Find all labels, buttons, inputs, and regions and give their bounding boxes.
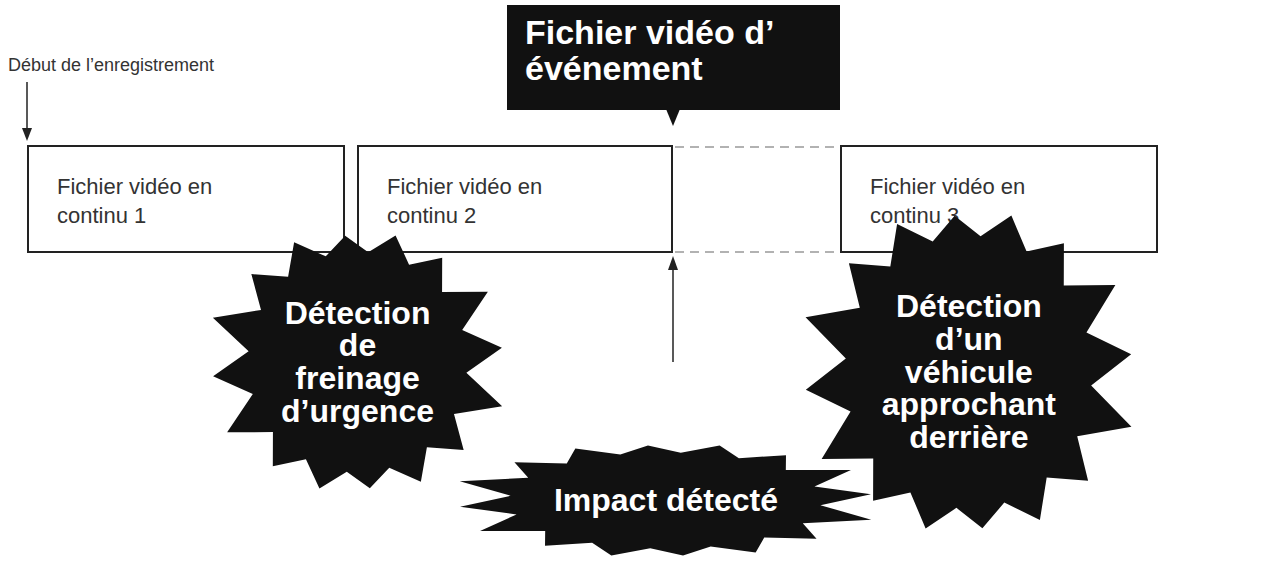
event-box: Fichier vidéo d’ événement <box>507 5 840 110</box>
burst-text: Détection d’un véhicule approchant derri… <box>881 290 1057 453</box>
start-arrowhead <box>22 128 32 141</box>
start-arrow <box>26 82 28 130</box>
starburst-outline <box>805 215 1131 528</box>
starburst-outline <box>212 235 501 488</box>
box-text: Fichier vidéo en continu 2 <box>387 173 562 230</box>
starburst-outline <box>459 445 871 555</box>
dashed-line <box>675 146 840 148</box>
burst-text: Impact détecté <box>553 484 779 517</box>
box-text: Fichier vidéo en continu 1 <box>57 173 232 230</box>
start-label: Début de l’enregistrement <box>8 55 214 76</box>
starburst: Impact détecté <box>441 429 890 572</box>
dashed-line <box>675 251 840 253</box>
video-file-box: Fichier vidéo en continu 2 <box>357 145 673 253</box>
event-pointer <box>666 109 680 126</box>
impact-arrowhead <box>668 256 678 270</box>
impact-arrow <box>672 268 674 362</box>
burst-text: Détection de freinage d’urgence <box>281 297 435 428</box>
starburst: Détection d’un véhicule approchant derri… <box>790 175 1147 569</box>
box-text: Fichier vidéo d’ événement <box>525 15 825 86</box>
starburst: Détection de freinage d’urgence <box>199 202 516 522</box>
video-file-box: Fichier vidéo en continu 1 <box>27 145 345 253</box>
